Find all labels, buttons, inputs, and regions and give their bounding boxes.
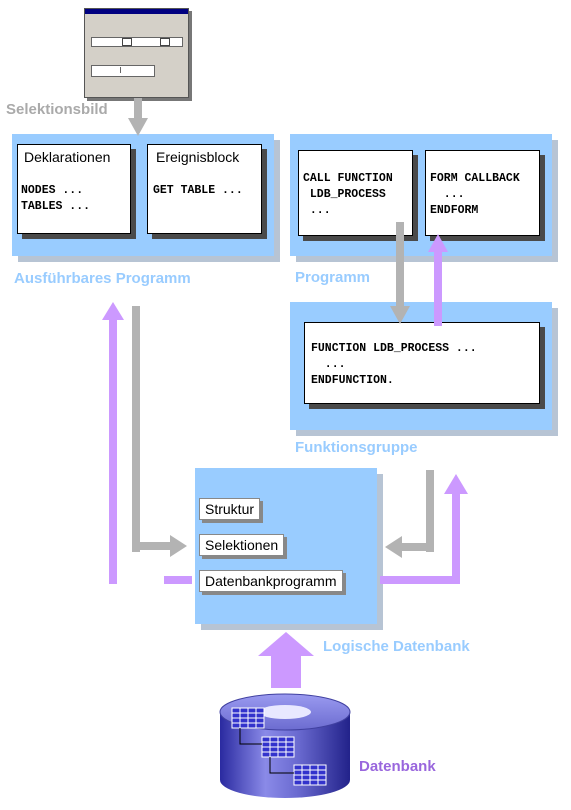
declarations-code-line-1: NODES ... bbox=[21, 184, 84, 197]
label-datenbank: Datenbank bbox=[359, 758, 436, 775]
form-callback-code-line-1: FORM CALLBACK bbox=[430, 172, 520, 185]
ldb-database-program-item: Datenbankprogramm bbox=[199, 570, 343, 592]
window-titlebar bbox=[85, 9, 188, 14]
arrow-ldb-to-function-group bbox=[380, 474, 468, 584]
ldb-structure-item: Struktur bbox=[199, 498, 261, 520]
arrow-ldb-to-program bbox=[102, 302, 192, 584]
parameter-field bbox=[91, 65, 155, 77]
call-function-box: CALL FUNCTION LDB_PROCESS ... bbox=[298, 150, 413, 236]
event-block-box: Ereignisblock GET TABLE ... bbox=[147, 144, 262, 234]
declarations-box: Deklarationen NODES ... TABLES ... bbox=[17, 144, 131, 234]
selection-field-row bbox=[91, 37, 183, 47]
arrow-function-group-to-callback bbox=[428, 234, 448, 326]
selection-option-icon bbox=[122, 38, 132, 46]
call-function-code-line-3: ... bbox=[303, 204, 331, 217]
table-connector-lines bbox=[239, 728, 294, 774]
label-ausfuehrbares-programm: Ausführbares Programm bbox=[14, 270, 191, 287]
database-table-icons bbox=[231, 707, 327, 786]
arrow-selection-to-program bbox=[128, 98, 148, 136]
form-callback-code-line-2: ... bbox=[430, 188, 465, 201]
arrow-call-to-function-group bbox=[390, 222, 410, 324]
call-function-code-line-1: CALL FUNCTION bbox=[303, 172, 393, 185]
arrow-program-to-ldb bbox=[132, 306, 187, 557]
function-module-box: FUNCTION LDB_PROCESS ... ... ENDFUNCTION… bbox=[304, 322, 540, 404]
call-function-code-line-2: LDB_PROCESS bbox=[303, 188, 386, 201]
event-block-title: Ereignisblock bbox=[156, 149, 240, 165]
label-funktionsgruppe: Funktionsgruppe bbox=[295, 439, 418, 456]
form-callback-code-line-3: ENDFORM bbox=[430, 204, 479, 217]
arrow-function-group-to-ldb bbox=[385, 470, 434, 558]
function-module-code-line-3: ENDFUNCTION. bbox=[311, 374, 394, 387]
ldb-selections-item: Selektionen bbox=[199, 534, 285, 556]
form-callback-box: FORM CALLBACK ... ENDFORM bbox=[425, 150, 540, 236]
multiple-selection-icon bbox=[160, 38, 170, 46]
label-logische-datenbank: Logische Datenbank bbox=[323, 638, 470, 655]
table-icon-2 bbox=[261, 736, 295, 758]
label-selektionsbild: Selektionsbild bbox=[6, 101, 108, 118]
function-module-code-line-2: ... bbox=[311, 358, 346, 371]
selection-screen-window bbox=[84, 8, 189, 98]
event-block-code-line-1: GET TABLE ... bbox=[153, 184, 243, 197]
table-icon-1 bbox=[231, 707, 265, 729]
function-module-code-line-1: FUNCTION LDB_PROCESS ... bbox=[311, 342, 477, 355]
declarations-title: Deklarationen bbox=[24, 149, 111, 165]
arrow-database-to-ldb bbox=[258, 632, 314, 688]
declarations-code-line-2: TABLES ... bbox=[21, 200, 91, 213]
table-icon-3 bbox=[293, 764, 327, 786]
label-programm: Programm bbox=[295, 269, 371, 286]
